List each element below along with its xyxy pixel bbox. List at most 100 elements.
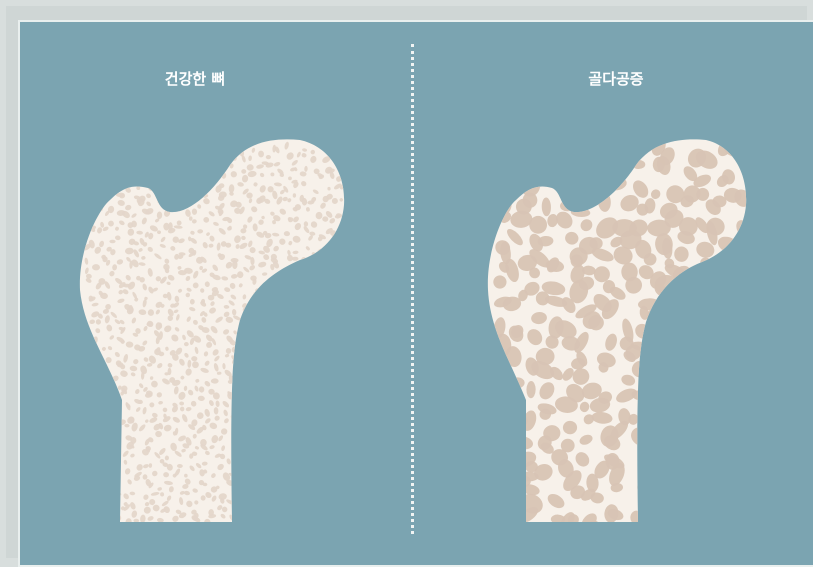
trabecular-pore xyxy=(741,369,757,385)
trabecular-pore xyxy=(290,374,297,383)
trabecular-pore xyxy=(320,386,328,392)
trabecular-pore xyxy=(126,154,131,159)
trabecular-pore xyxy=(657,523,680,546)
trabecular-pore xyxy=(303,269,312,277)
trabecular-pore xyxy=(248,425,255,430)
trabecular-pore xyxy=(106,503,111,507)
trabecular-pore xyxy=(324,487,332,492)
trabecular-pore xyxy=(271,279,278,287)
trabecular-pore xyxy=(253,345,259,351)
trabecular-pore xyxy=(214,144,221,150)
trabecular-pore xyxy=(332,379,339,387)
trabecular-pore xyxy=(182,201,188,207)
trabecular-pore xyxy=(188,187,197,197)
trabecular-pore xyxy=(154,147,161,154)
trabecular-pore xyxy=(137,145,143,151)
trabecular-pore xyxy=(293,377,303,386)
trabecular-pore xyxy=(660,300,682,321)
trabecular-pore xyxy=(247,314,253,320)
trabecular-pore xyxy=(271,482,276,488)
trabecular-pore xyxy=(344,387,351,394)
trabecular-pore xyxy=(729,248,757,275)
trabecular-pore xyxy=(338,382,342,386)
trabecular-pore xyxy=(259,516,264,521)
trabecular-pore xyxy=(310,429,320,439)
trabecular-pore xyxy=(214,167,219,171)
trabecular-pore xyxy=(578,150,591,163)
trabecular-pore xyxy=(264,460,274,468)
trabecular-pore xyxy=(311,449,317,455)
trabecular-pore xyxy=(335,455,341,461)
trabecular-pore xyxy=(723,471,738,486)
trabecular-pore xyxy=(321,296,330,305)
trabecular-pore xyxy=(732,311,755,333)
trabecular-pore xyxy=(303,298,310,304)
trabecular-pore xyxy=(674,408,701,430)
trabecular-pore xyxy=(111,429,118,437)
trabecular-pore xyxy=(698,409,724,422)
trabecular-pore xyxy=(312,419,317,428)
trabecular-pore xyxy=(97,189,105,197)
trabecular-pore xyxy=(268,341,274,346)
trabecular-pore xyxy=(331,325,338,333)
trabecular-pore xyxy=(328,289,335,297)
trabecular-pore xyxy=(336,287,343,292)
trabecular-pore xyxy=(330,448,336,454)
trabecular-pore xyxy=(500,191,512,214)
trabecular-pore xyxy=(737,510,753,526)
trabecular-pore xyxy=(309,342,316,350)
trabecular-pore xyxy=(243,495,251,503)
trabecular-pore xyxy=(323,320,330,329)
trabecular-pore xyxy=(172,155,181,164)
trabecular-pore xyxy=(198,191,204,197)
trabecular-pore xyxy=(241,419,249,427)
trabecular-pore xyxy=(107,377,114,384)
trabecular-pore xyxy=(690,297,707,312)
trabecular-pore xyxy=(291,433,297,441)
trabecular-pore xyxy=(300,372,306,380)
trabecular-pore xyxy=(491,529,513,545)
trabecular-pore xyxy=(328,428,334,435)
trabecular-pore xyxy=(684,279,697,298)
trabecular-pore xyxy=(328,495,333,502)
trabecular-pore xyxy=(309,336,317,345)
trabecular-pore xyxy=(249,328,259,338)
trabecular-pore xyxy=(128,165,132,170)
trabecular-pore xyxy=(315,354,322,361)
trabecular-pore xyxy=(86,518,91,524)
trabecular-pore xyxy=(679,511,701,533)
trabecular-pore xyxy=(284,406,293,416)
trabecular-pore xyxy=(94,519,102,523)
trabecular-pore xyxy=(657,477,681,501)
trabecular-pore xyxy=(86,489,94,497)
trabecular-pore xyxy=(283,308,290,315)
trabecular-pore xyxy=(90,159,97,165)
trabecular-pore xyxy=(336,143,345,151)
trabecular-pore xyxy=(328,436,334,442)
trabecular-pore xyxy=(111,442,117,448)
trabecular-pore xyxy=(331,267,339,275)
trabecular-pore xyxy=(107,505,111,509)
trabecular-pore xyxy=(98,369,105,375)
trabecular-pore xyxy=(317,408,324,415)
trabecular-pore xyxy=(739,416,754,436)
trabecular-pore xyxy=(264,374,271,382)
trabecular-pore xyxy=(296,428,304,436)
trabecular-pore xyxy=(106,155,113,162)
trabecular-pore xyxy=(243,353,249,359)
trabecular-pore xyxy=(285,292,294,299)
trabecular-pore xyxy=(548,140,566,158)
trabecular-pore xyxy=(317,292,323,299)
trabecular-pore xyxy=(255,398,260,403)
trabecular-pore xyxy=(319,473,325,480)
trabecular-pore xyxy=(271,290,275,294)
trabecular-pore xyxy=(715,455,740,479)
trabecular-pore xyxy=(287,518,296,527)
trabecular-pore xyxy=(336,292,344,302)
trabecular-pore xyxy=(296,445,304,452)
trabecular-pore xyxy=(241,361,248,370)
trabecular-pore xyxy=(300,426,307,433)
trabecular-pore xyxy=(336,502,340,507)
trabecular-pore xyxy=(310,321,319,331)
trabecular-pore xyxy=(85,449,90,457)
